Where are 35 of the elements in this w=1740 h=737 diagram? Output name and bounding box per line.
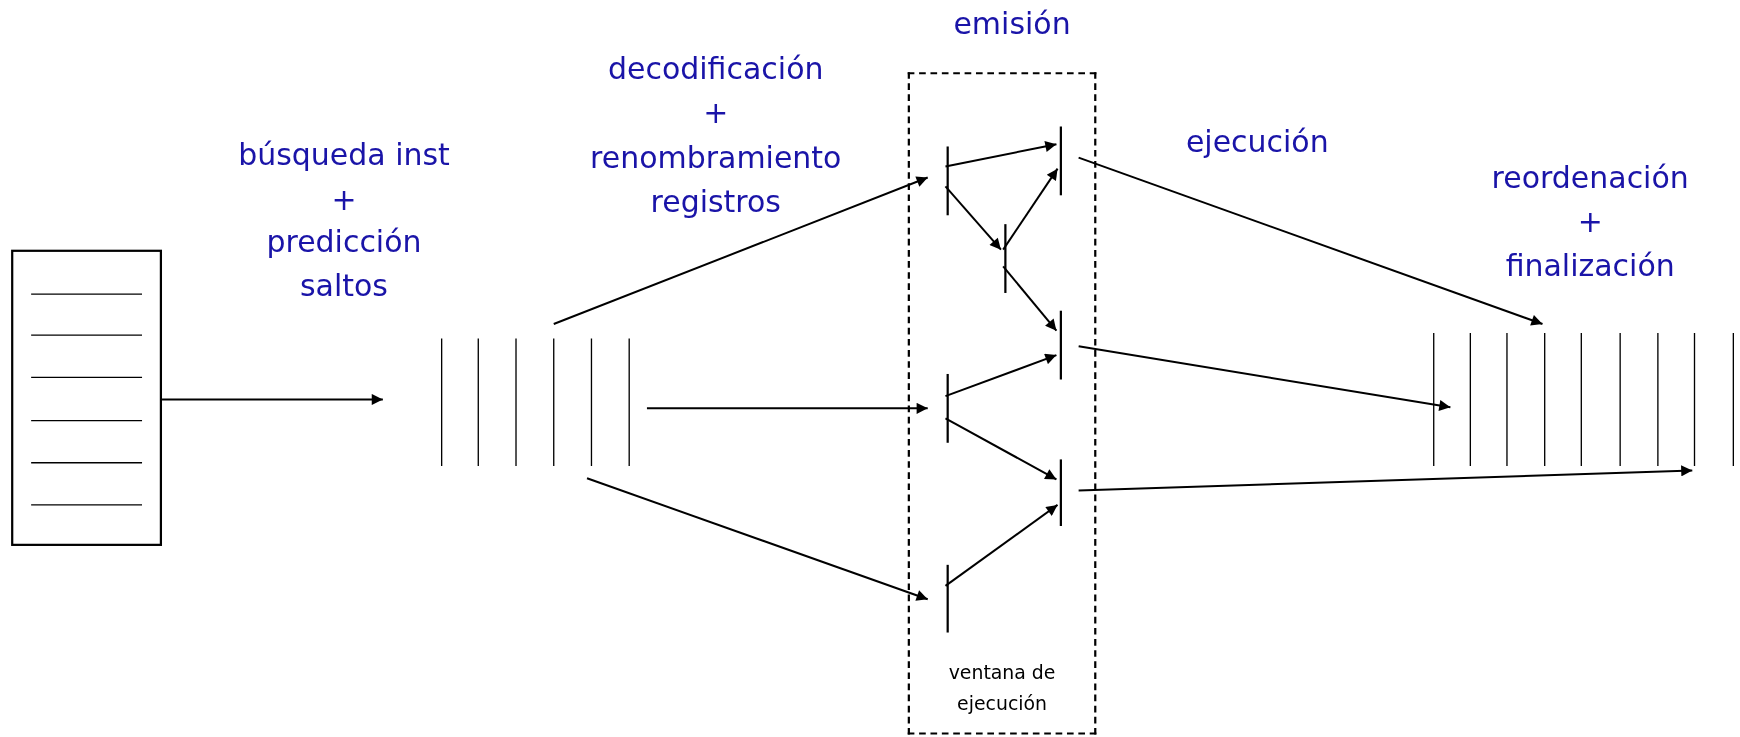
dashed-window [907, 72, 1097, 735]
arrow [1077, 156, 1544, 326]
stage-label: decodificación [607, 50, 825, 88]
stage-label: búsqueda inst [237, 136, 451, 174]
tick-mark [1004, 224, 1007, 293]
stage-label: reordenación [1490, 158, 1690, 197]
stage-label: ejecución [1184, 123, 1330, 161]
arrow [586, 477, 929, 601]
tick-mark [946, 564, 949, 633]
stage-label: emisión [952, 5, 1072, 44]
arrow [1002, 167, 1059, 251]
tick-mark [1059, 310, 1062, 380]
tick-mark [946, 146, 949, 216]
stage-label: renombramiento registros [589, 138, 843, 221]
window-caption: ventana de ejecución [947, 660, 1057, 717]
arrow [1002, 265, 1058, 332]
tick-mark [1059, 126, 1062, 196]
arrow [944, 185, 1002, 251]
arrow [944, 353, 1058, 398]
stage-label: predicción saltos [265, 223, 423, 305]
tick-mark [1059, 459, 1062, 526]
tick-mark [946, 373, 949, 443]
stage-label: + [330, 181, 358, 219]
arrow [1077, 465, 1694, 492]
stage-label: + [702, 94, 730, 132]
arrow [552, 176, 929, 326]
arrow [944, 503, 1059, 587]
stage-label: + [1576, 203, 1604, 241]
arrow [944, 141, 1058, 168]
arrow [645, 402, 929, 414]
arrow [1077, 345, 1452, 411]
memory-box [11, 249, 162, 546]
arrow [161, 393, 384, 406]
stage-label: finalización [1504, 247, 1676, 285]
arrow [944, 417, 1058, 481]
